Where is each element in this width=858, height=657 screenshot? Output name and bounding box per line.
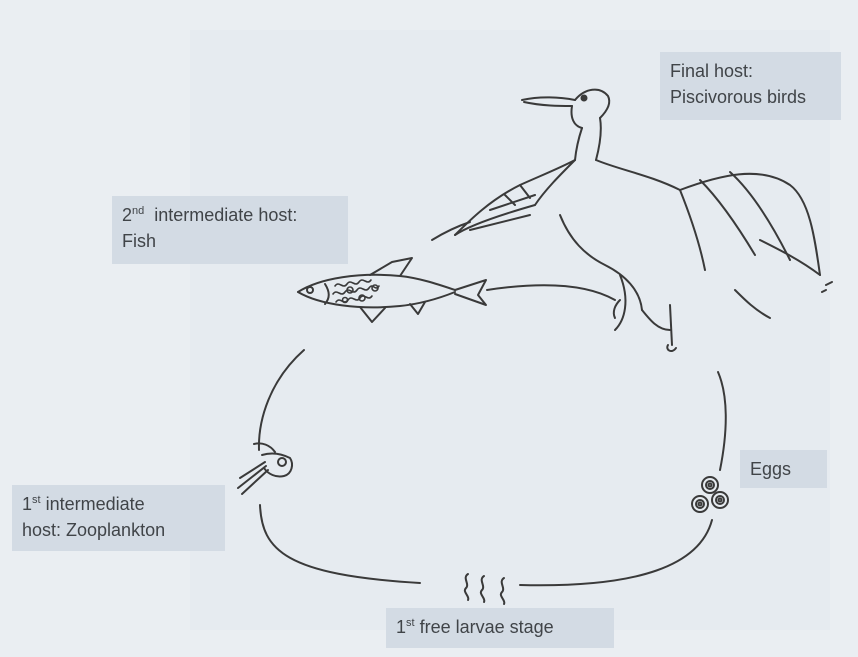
eggs-label: Eggs	[740, 450, 827, 488]
larvae-stage-label: 1st free larvae stage	[386, 608, 614, 648]
first-intermediate-host-label: 1st intermediate host: Zooplankton	[12, 485, 225, 551]
final-host-title: Final host:	[670, 58, 831, 84]
first-host-number: 1	[22, 494, 32, 514]
second-intermediate-host-label: 2nd intermediate host: Fish	[112, 196, 348, 264]
second-host-value: Fish	[122, 228, 338, 254]
second-host-number: 2	[122, 205, 132, 225]
final-host-label: Final host: Piscivorous birds	[660, 52, 841, 120]
cormorant-icon	[455, 90, 832, 351]
first-host-value: host: Zooplankton	[22, 517, 215, 543]
final-host-value: Piscivorous birds	[670, 84, 831, 110]
larvae-number: 1	[396, 617, 406, 637]
second-host-title: intermediate host:	[144, 205, 297, 225]
second-host-ordinal: nd	[132, 205, 144, 217]
eggs-text: Eggs	[750, 456, 817, 482]
first-host-ordinal: st	[32, 494, 41, 506]
fish-icon	[298, 258, 486, 322]
larvae-title: free larvae stage	[415, 617, 554, 637]
eggs-icon	[692, 477, 728, 512]
zooplankton-icon	[238, 443, 292, 494]
cycle-loop	[259, 222, 726, 585]
larvae-icon	[465, 574, 504, 604]
larvae-ordinal: st	[406, 617, 415, 629]
first-host-title: intermediate	[41, 494, 145, 514]
